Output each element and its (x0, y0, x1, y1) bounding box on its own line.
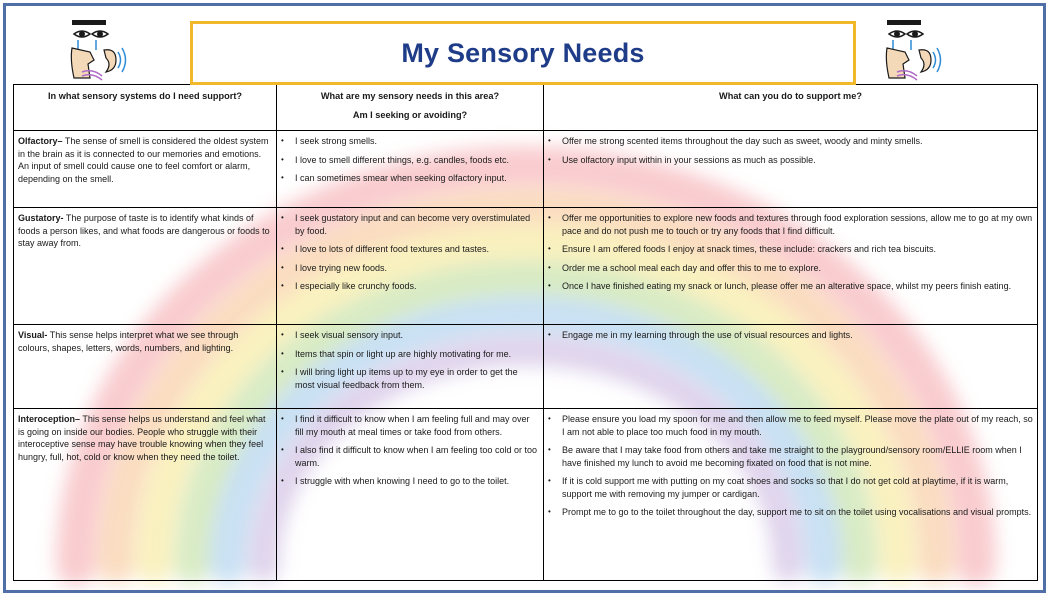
system-description: This sense helps interpret what we see t… (18, 330, 239, 353)
system-cell: Interoception– This sense helps us under… (13, 408, 277, 581)
senses-symbol-icon (70, 20, 127, 81)
list-item: Please ensure you load my spoon for me a… (548, 413, 1033, 438)
system-name: Interoception– (18, 414, 81, 424)
header-support: What can you do to support me? (543, 84, 1038, 131)
header-sensory-systems: In what sensory systems do I need suppor… (13, 84, 277, 131)
list-item: If it is cold support me with putting on… (548, 475, 1033, 500)
senses-symbol-icon (885, 20, 942, 81)
page-title: My Sensory Needs (401, 37, 645, 68)
list-item: Offer me strong scented items throughout… (548, 135, 1033, 148)
list-item: I love trying new foods. (281, 262, 539, 275)
header-row: In what sensory systems do I need suppor… (13, 84, 1038, 131)
header-sensory-needs: What are my sensory needs in this area? … (276, 84, 544, 131)
system-cell: Olfactory– The sense of smell is conside… (13, 130, 277, 208)
support-cell: Offer me strong scented items throughout… (543, 130, 1038, 208)
list-item: I love to smell different things, e.g. c… (281, 154, 539, 167)
list-item: I seek visual sensory input. (281, 329, 539, 342)
table-row: Visual- This sense helps interpret what … (13, 324, 1038, 409)
support-cell: Offer me opportunities to explore new fo… (543, 207, 1038, 325)
table-row: Interoception– This sense helps us under… (13, 408, 1038, 581)
list-item: Once I have finished eating my snack or … (548, 280, 1033, 293)
table-row: Olfactory– The sense of smell is conside… (13, 130, 1038, 208)
list-item: I can sometimes smear when seeking olfac… (281, 172, 539, 185)
list-item: Offer me opportunities to explore new fo… (548, 212, 1033, 237)
document-frame: My Sensory Needs In what sensory systems… (3, 3, 1046, 593)
list-item: I seek gustatory input and can become ve… (281, 212, 539, 237)
support-cell: Please ensure you load my spoon for me a… (543, 408, 1038, 581)
table-row: Gustatory- The purpose of taste is to id… (13, 207, 1038, 325)
list-item: Use olfactory input within in your sessi… (548, 154, 1033, 167)
list-item: Prompt me to go to the toilet throughout… (548, 506, 1033, 519)
system-name: Visual- (18, 330, 48, 340)
list-item: Be aware that I may take food from other… (548, 444, 1033, 469)
system-name: Gustatory- (18, 213, 64, 223)
system-cell: Gustatory- The purpose of taste is to id… (13, 207, 277, 325)
list-item: Order me a school meal each day and offe… (548, 262, 1033, 275)
support-cell: Engage me in my learning through the use… (543, 324, 1038, 409)
needs-cell: I seek gustatory input and can become ve… (276, 207, 544, 325)
header-sensory-needs-line2: Am I seeking or avoiding? (352, 109, 468, 120)
needs-cell: I seek strong smells. I love to smell di… (276, 130, 544, 208)
sensory-needs-table: In what sensory systems do I need suppor… (13, 84, 1038, 581)
list-item: I will bring light up items up to my eye… (281, 366, 539, 391)
list-item: Engage me in my learning through the use… (548, 329, 1033, 342)
list-item: Items that spin or light up are highly m… (281, 348, 539, 361)
list-item: I find it difficult to know when I am fe… (281, 413, 539, 438)
title-box: My Sensory Needs (190, 21, 856, 85)
list-item: I struggle with when knowing I need to g… (281, 475, 539, 488)
needs-cell: I seek visual sensory input. Items that … (276, 324, 544, 409)
list-item: I love to lots of different food texture… (281, 243, 539, 256)
header-sensory-needs-line1: What are my sensory needs in this area? (320, 91, 500, 101)
system-name: Olfactory– (18, 136, 63, 146)
list-item: I seek strong smells. (281, 135, 539, 148)
list-item: Ensure I am offered foods I enjoy at sna… (548, 243, 1033, 256)
needs-cell: I find it difficult to know when I am fe… (276, 408, 544, 581)
list-item: I especially like crunchy foods. (281, 280, 539, 293)
system-cell: Visual- This sense helps interpret what … (13, 324, 277, 409)
list-item: I also find it difficult to know when I … (281, 444, 539, 469)
